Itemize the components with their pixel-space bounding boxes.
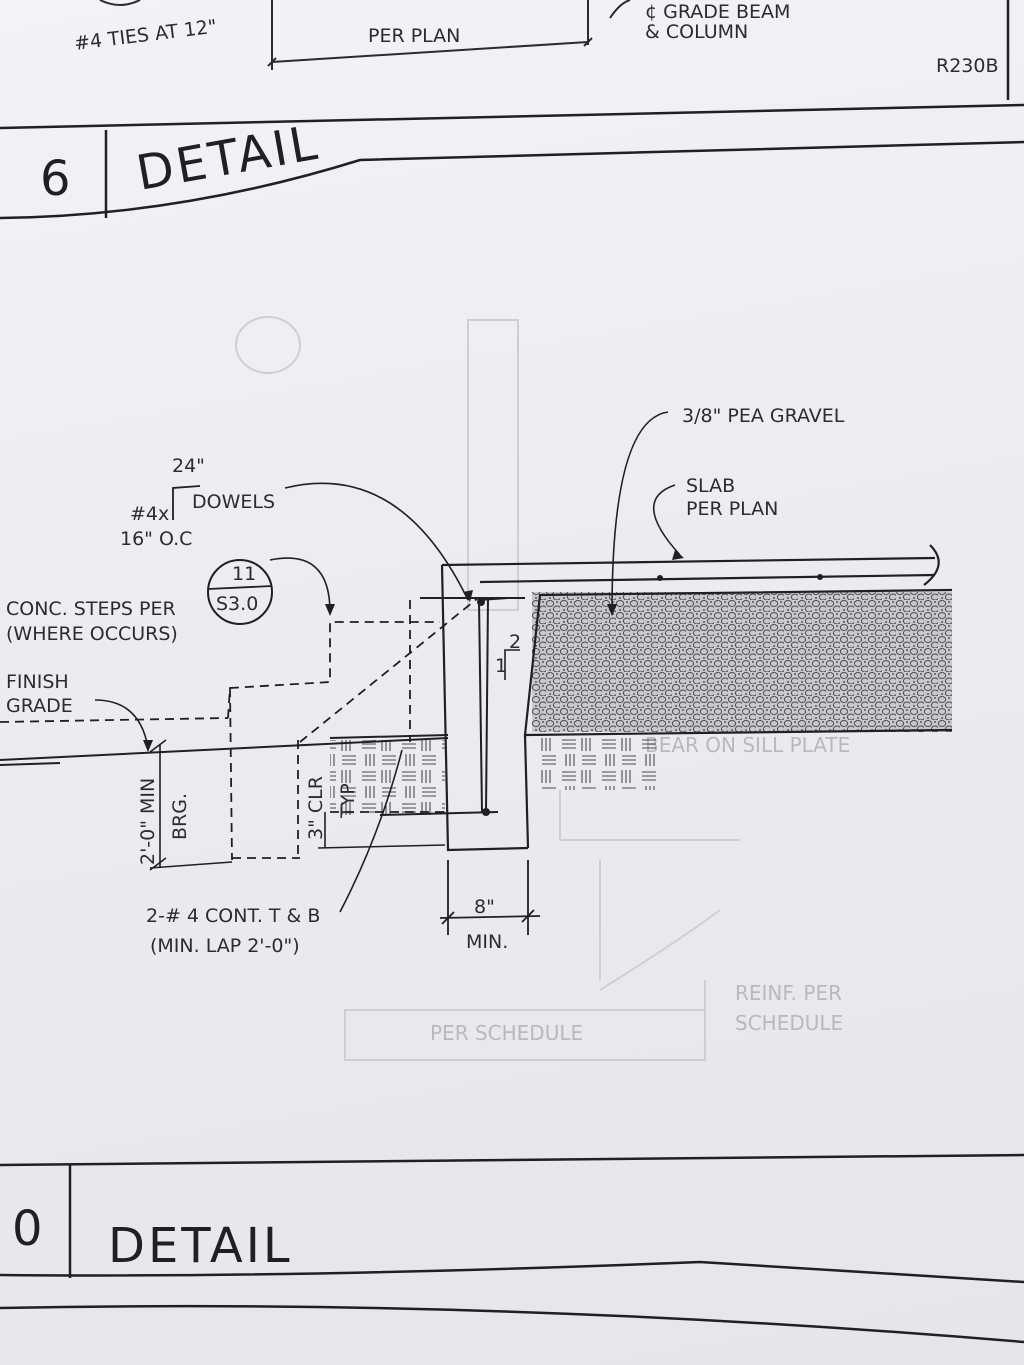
slope-run: 1 — [495, 655, 507, 677]
min-lap-callout: (MIN. LAP 2'-0") — [150, 935, 300, 957]
clear-cover: 3" CLR — [305, 776, 327, 840]
section-ref-number: 11 — [232, 563, 256, 585]
ties-note: #4 TIES AT 12" — [73, 16, 218, 55]
bleed-per-schedule: PER SCHEDULE — [430, 1021, 583, 1045]
steps-callout-line1: CONC. STEPS PER — [6, 598, 176, 620]
cont-bars-callout: 2-# 4 CONT. T & B — [146, 905, 320, 927]
width-dim-value: 8" — [474, 896, 495, 918]
typical-label: TYP — [337, 783, 359, 819]
steps-callout-line2: (WHERE OCCURS) — [6, 623, 178, 645]
section-ref-sheet: S3.0 — [216, 593, 258, 615]
finish-grade-line1: FINISH — [6, 671, 69, 693]
bleed-reinf-line2: SCHEDULE — [735, 1011, 843, 1035]
rebar-dots — [477, 574, 823, 816]
ref-code: R230B — [936, 55, 999, 77]
detail-0-title-frame — [0, 1153, 1024, 1344]
detail-6-number: 6 — [40, 151, 74, 207]
pea-gravel-callout: 3/8" PEA GRAVEL — [682, 405, 845, 427]
slab-callout-line1: SLAB — [686, 475, 735, 497]
detail-6-title: DETAIL — [132, 115, 324, 202]
slope-indicator — [504, 649, 520, 680]
dowel-bar: #4x — [130, 503, 169, 525]
concrete-steps-dashed — [0, 597, 479, 861]
top-fragment-linework — [99, 0, 631, 70]
grade-beam-note: ¢ GRADE BEAM — [645, 1, 790, 23]
soil-hatch — [330, 735, 660, 815]
per-plan-top: PER PLAN — [368, 25, 460, 47]
leader-lines — [94, 411, 681, 913]
dowel-bend-symbol — [172, 485, 201, 520]
bleed-bear-note: BEAR ON SILL PLATE — [645, 733, 850, 757]
min-bearing: 2'-0" MIN — [137, 778, 159, 865]
dowels-label: DOWELS — [192, 491, 275, 513]
bleed-reinf-line1: REINF. PER — [735, 981, 842, 1005]
bearing-label: BRG. — [169, 793, 191, 840]
width-dim-min: MIN. — [466, 931, 508, 953]
dowel-length: 24" — [172, 455, 205, 477]
pea-gravel-fill — [532, 592, 952, 732]
width-dimension — [439, 860, 541, 935]
slope-rise: 2 — [509, 631, 521, 653]
column-note: & COLUMN — [645, 21, 748, 43]
finish-grade-line2: GRADE — [6, 695, 73, 717]
bearing-dimension — [149, 739, 446, 871]
grade-lines — [0, 734, 449, 766]
section-ref-bubble — [207, 559, 273, 625]
detail-0-title: DETAIL — [108, 1218, 293, 1274]
footing-outline — [440, 544, 953, 852]
dowel-spacing: 16" O.C — [120, 528, 192, 550]
leader-arrowheads — [143, 550, 684, 752]
bleed-through-linework — [235, 316, 740, 1061]
slab-callout-line2: PER PLAN — [686, 498, 778, 520]
detail-6-title-frame — [0, 0, 1024, 220]
detail-0-number: 0 — [12, 1201, 46, 1257]
